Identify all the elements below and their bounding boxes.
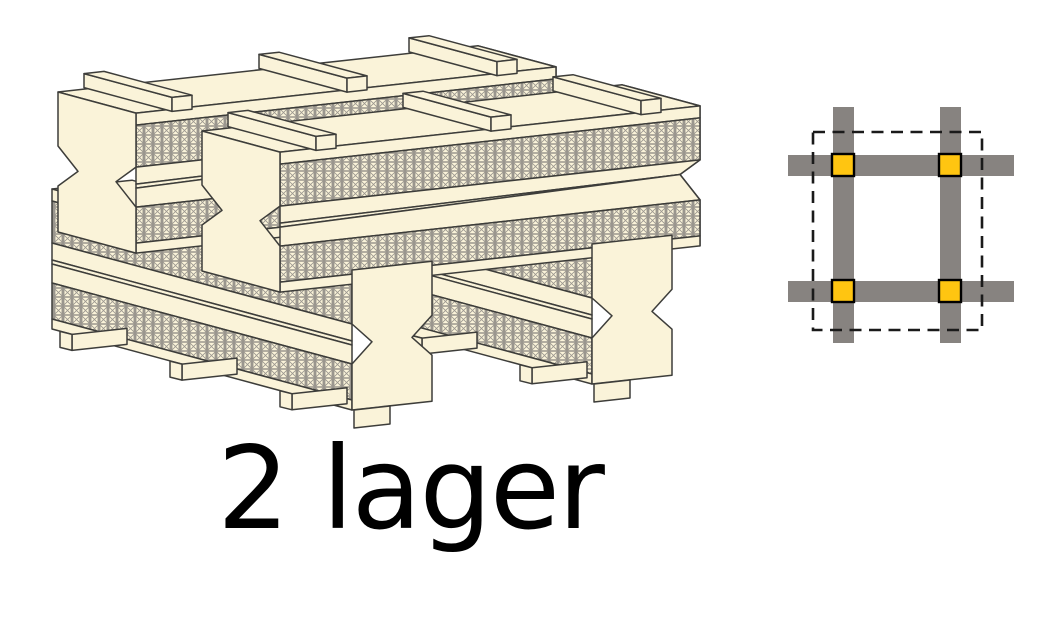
plan-schematic	[788, 107, 1014, 343]
horizontal-beam-bar-1	[788, 155, 1014, 176]
beam-stack-illustration	[51, 34, 701, 429]
connector-node-1	[830, 152, 856, 178]
vertical-beam-bar-2	[940, 107, 961, 343]
top-beam-layer	[57, 34, 701, 293]
horizontal-beam-bar-2	[788, 281, 1014, 302]
figure-caption: 2 lager	[217, 422, 605, 555]
connector-node-3	[830, 278, 856, 304]
connector-node-4	[937, 278, 963, 304]
vertical-beam-bar-1	[833, 107, 854, 343]
bottom-beam-end-faces	[351, 234, 673, 429]
connector-node-2	[937, 152, 963, 178]
element-boundary-dashed-rect	[811, 130, 984, 332]
